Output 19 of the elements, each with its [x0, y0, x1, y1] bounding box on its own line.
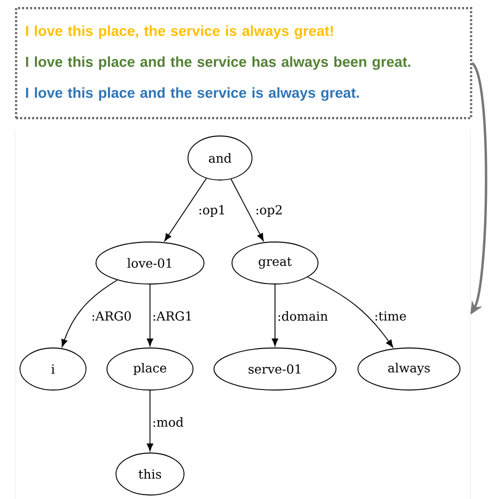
arrow: [61, 280, 118, 348]
arrow: [146, 284, 154, 346]
edge-label: :ARG0: [90, 310, 133, 322]
arrow: [164, 178, 207, 242]
edge-label: :op1: [197, 204, 227, 218]
edge-label: :op2: [254, 204, 284, 218]
sentence: I love this place, the service is always great!: [26, 25, 333, 39]
arrow: [307, 276, 394, 348]
arrow: [272, 284, 278, 346]
edge-label: :mod: [151, 416, 185, 428]
sentence: I love this place and the service is always great.: [26, 87, 359, 101]
edge-label: :ARG1: [151, 310, 194, 322]
arrow: [230, 178, 264, 242]
graph-panel: [14, 130, 471, 499]
dotted-box: [15, 7, 472, 120]
edge-label: :domain: [276, 310, 330, 322]
sentence: I love this place and the service has always been great.: [26, 56, 410, 70]
arrow: [146, 390, 154, 452]
edge-label: :time: [373, 310, 408, 322]
